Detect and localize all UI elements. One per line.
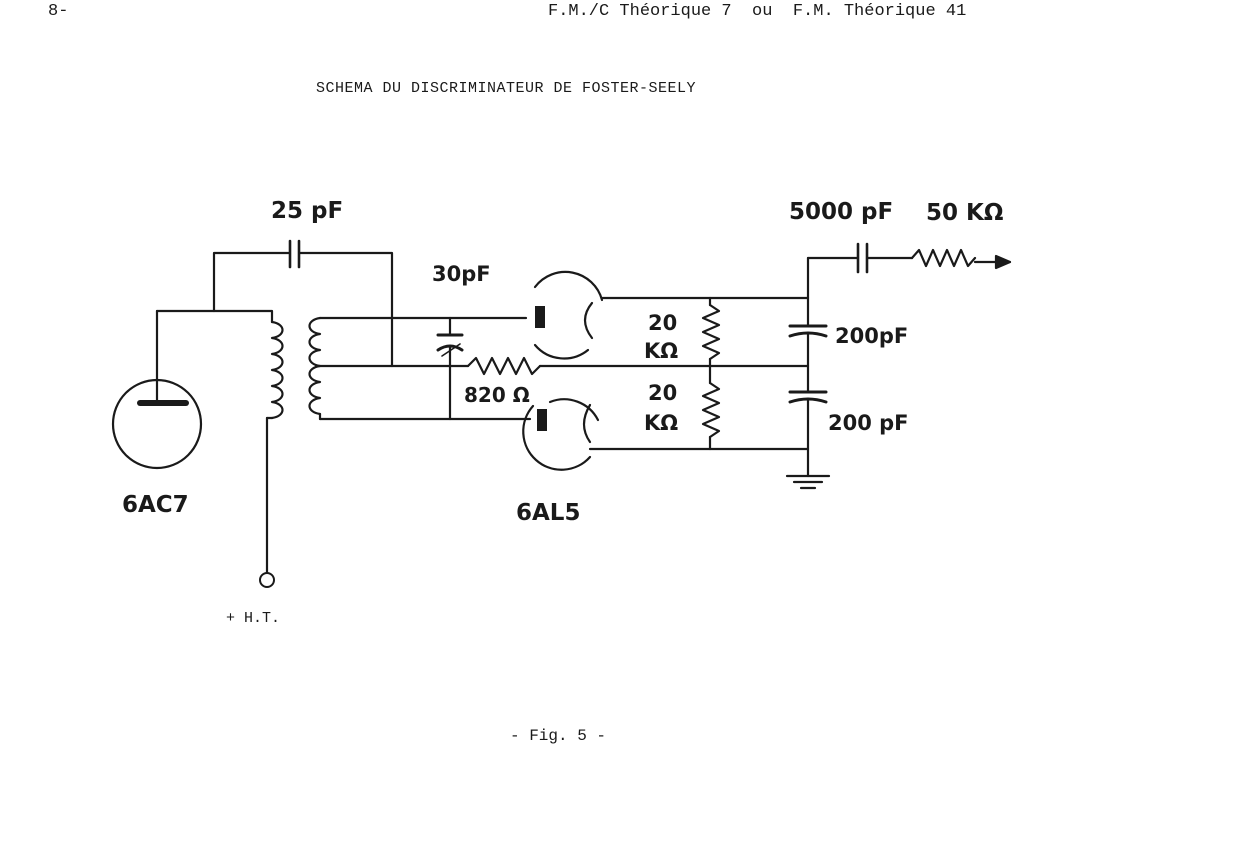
label-20k-top-unit: KΩ xyxy=(644,339,678,363)
label-200pf-bottom: 200 pF xyxy=(828,411,909,435)
tube-6ac7 xyxy=(111,309,203,470)
variable-capacitor-30pf xyxy=(436,316,464,421)
label-6al5: 6AL5 xyxy=(516,500,580,526)
label-820-ohm: 820 Ω xyxy=(464,383,530,407)
schema-title: SCHEMA DU DISCRIMINATEUR DE FOSTER-SEELY xyxy=(316,80,697,97)
label-20k-bottom-value: 20 xyxy=(648,381,677,405)
resistor-820 xyxy=(466,356,810,376)
output-network xyxy=(806,242,1012,274)
label-20k-bottom-unit: KΩ xyxy=(644,411,678,435)
filter-capacitors xyxy=(785,256,831,490)
label-20k-top-value: 20 xyxy=(648,311,677,335)
tube-6al5 xyxy=(522,270,810,471)
load-resistors xyxy=(701,296,721,451)
label-25pf: 25 pF xyxy=(271,198,343,224)
label-200pf-top: 200pF xyxy=(835,324,908,348)
label-5000pf: 5000 pF xyxy=(789,199,893,225)
figure-caption: - Fig. 5 - xyxy=(510,727,607,745)
label-6ac7: 6AC7 xyxy=(122,492,189,518)
primary-coil xyxy=(259,320,284,588)
header-reference: F.M./C Théorique 7 ou F.M. Théorique 41 xyxy=(548,2,967,21)
page-number: 8- xyxy=(48,2,69,21)
primary-wiring xyxy=(155,239,394,368)
secondary-coil xyxy=(308,316,532,421)
label-50k: 50 KΩ xyxy=(926,200,1003,226)
label-ht: + H.T. xyxy=(226,610,280,627)
label-30pf: 30pF xyxy=(432,262,491,286)
